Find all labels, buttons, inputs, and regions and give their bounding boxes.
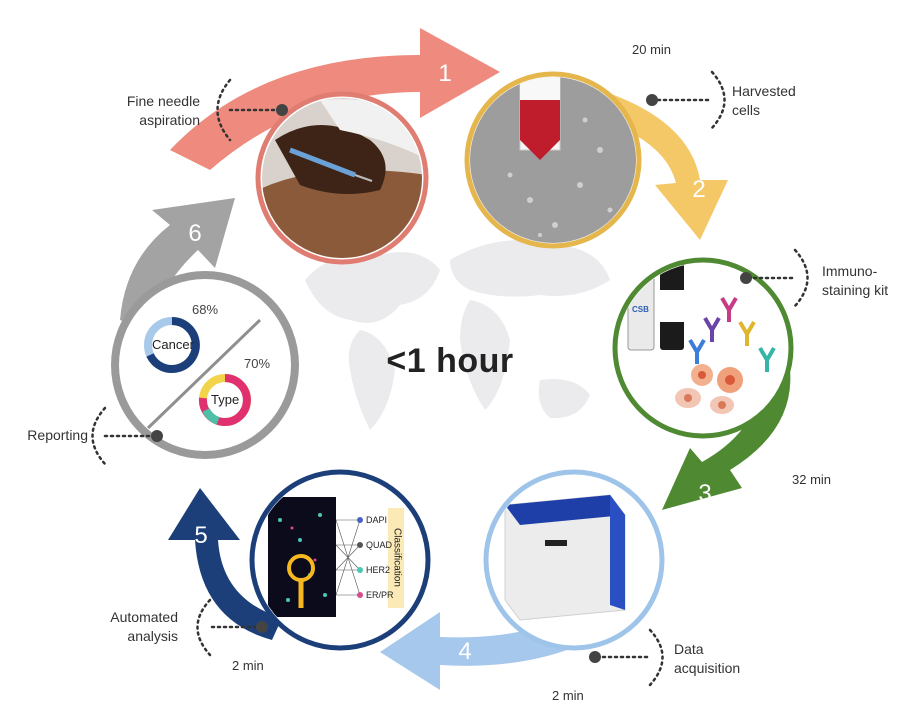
arrow-step-5 — [168, 488, 282, 640]
type-percentage: 70% — [244, 356, 271, 371]
type-label: Type — [211, 392, 240, 407]
step-6-label: Reporting — [27, 427, 88, 443]
step-3-image — [612, 257, 794, 439]
cancer-percentage: 68% — [192, 302, 219, 317]
step-5-image — [249, 469, 431, 651]
step-number-2: 2 — [692, 176, 706, 203]
world-map-background — [305, 240, 610, 430]
marker-label: DAPI — [366, 515, 388, 525]
kit-logo: CSB — [632, 305, 649, 314]
step-1-label: Fine needle aspiration — [126, 93, 200, 128]
step-number-4: 4 — [458, 638, 472, 665]
connector-dots — [151, 94, 752, 663]
step-number-3: 3 — [698, 480, 712, 507]
marker-label: QUAD — [366, 540, 393, 550]
step-number-1: 1 — [438, 60, 452, 87]
step-5-time: 2 min — [232, 658, 264, 673]
step-4-image — [483, 469, 665, 651]
classification-label: Classification — [391, 528, 403, 587]
step-6-image — [111, 271, 299, 459]
step-5-label: Automated analysis — [110, 609, 178, 644]
step-2-label: Harvested cells — [732, 83, 796, 118]
step-2-image — [464, 71, 642, 249]
step-4-time: 2 min — [552, 688, 584, 703]
step-number-6: 6 — [188, 220, 202, 247]
step-4-label: Data acquisition — [674, 641, 741, 676]
step-2-time: 20 min — [632, 42, 672, 57]
connector-leaders — [91, 70, 809, 687]
step-1-image — [255, 91, 429, 265]
step-number-5: 5 — [194, 522, 208, 549]
marker-label: ER/PR — [366, 590, 394, 600]
marker-label: HER2 — [366, 565, 391, 575]
cancer-label: Cancer — [152, 337, 194, 352]
center-title: <1 hour — [386, 342, 514, 380]
step-3-time: 32 min — [792, 472, 832, 487]
step-3-label: Immuno- staining kit — [822, 263, 889, 298]
